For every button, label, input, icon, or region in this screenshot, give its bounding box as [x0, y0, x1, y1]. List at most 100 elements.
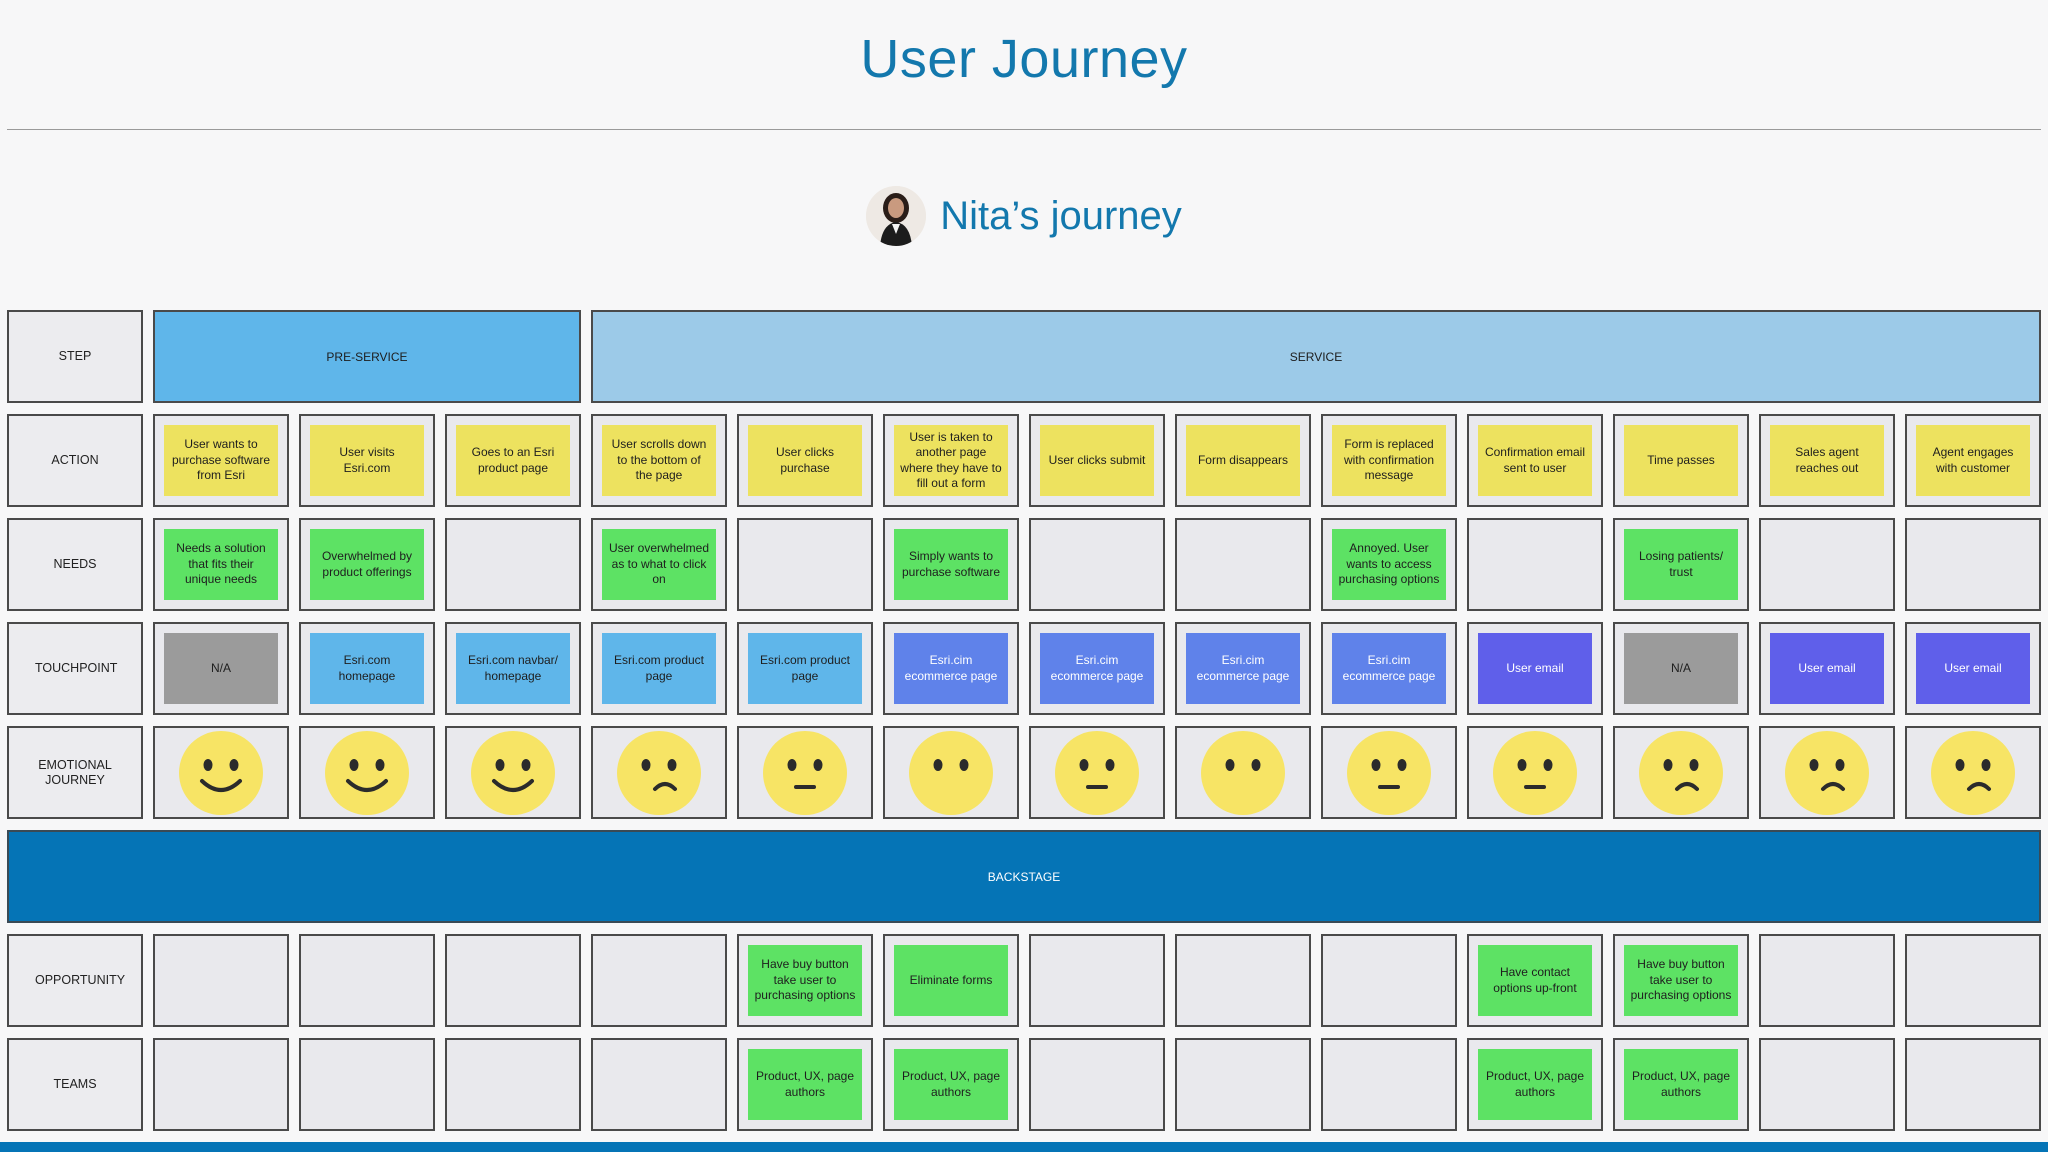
touchpoint-cell: Esri.cim ecommerce page — [883, 622, 1019, 715]
action-sticky: Goes to an Esri product page — [456, 425, 570, 496]
action-sticky: Agent engages with customer — [1916, 425, 2030, 496]
emotion-cell — [299, 726, 435, 819]
action-cell: Form disappears — [1175, 414, 1311, 507]
touchpoint-cell: Esri.com product page — [591, 622, 727, 715]
teams-sticky-text: Product, UX, page authors — [755, 1069, 855, 1099]
row-label-text: ACTION — [51, 453, 99, 467]
blank-face-icon — [1177, 728, 1309, 817]
phase-pre-service: PRE-SERVICE — [153, 310, 581, 403]
emotion-cell — [591, 726, 727, 819]
emotion-cell — [445, 726, 581, 819]
needs-cell — [737, 518, 873, 611]
teams-sticky: Product, UX, page authors — [1478, 1049, 1592, 1120]
opportunity-cell — [153, 934, 289, 1027]
phase-label: SERVICE — [1289, 349, 1343, 364]
action-sticky: User is taken to another page where they… — [894, 425, 1008, 496]
action-sticky: User visits Esri.com — [310, 425, 424, 496]
action-sticky: Sales agent reaches out — [1770, 425, 1884, 496]
needs-sticky: Overwhelmed by product offerings — [310, 529, 424, 600]
neutral-face-icon — [1323, 728, 1455, 817]
needs-cell: Simply wants to purchase software — [883, 518, 1019, 611]
teams-cell — [1175, 1038, 1311, 1131]
touchpoint-cell: User email — [1759, 622, 1895, 715]
opportunity-cell — [591, 934, 727, 1027]
teams-cell — [299, 1038, 435, 1131]
action-sticky: Time passes — [1624, 425, 1738, 496]
row-label-needs: NEEDS — [7, 518, 143, 611]
teams-cell — [1759, 1038, 1895, 1131]
emotion-cell — [1175, 726, 1311, 819]
action-sticky: User scrolls down to the bottom of the p… — [602, 425, 716, 496]
row-label-teams: TEAMS — [7, 1038, 143, 1131]
avatar — [866, 186, 927, 246]
persona-name: Nita’s journey — [940, 193, 1182, 238]
action-cell: Agent engages with customer — [1905, 414, 2041, 507]
row-label-action: ACTION — [7, 414, 143, 507]
action-cell: User clicks submit — [1029, 414, 1165, 507]
touchpoint-cell: Esri.com navbar/ homepage — [445, 622, 581, 715]
row-label-text: OPPORTUNITY — [35, 973, 126, 987]
needs-sticky-text: Annoyed. User wants to access purchasing… — [1338, 541, 1440, 587]
opportunity-cell: Eliminate forms — [883, 934, 1019, 1027]
row-label-touchpoint: TOUCHPOINT — [7, 622, 143, 715]
opportunity-sticky: Eliminate forms — [894, 945, 1008, 1016]
touchpoint-sticky: Esri.com navbar/ homepage — [456, 633, 570, 704]
touchpoint-cell: N/A — [153, 622, 289, 715]
touchpoint-sticky-text: User email — [1798, 660, 1856, 675]
row-label-text: EMOTIONAL JOURNEY — [38, 757, 112, 787]
action-cell: User wants to purchase software from Esr… — [153, 414, 289, 507]
touchpoint-sticky-text: User email — [1944, 660, 2002, 675]
touchpoint-cell: Esri.cim ecommerce page — [1175, 622, 1311, 715]
touchpoint-sticky-text: Esri.com navbar/ homepage — [467, 653, 559, 683]
touchpoint-sticky: User email — [1478, 633, 1592, 704]
neutral-face-icon — [1031, 728, 1163, 817]
backstage-label: BACKSTAGE — [987, 869, 1061, 884]
row-label-emotional: EMOTIONAL JOURNEY — [7, 726, 143, 819]
emotion-cell — [1029, 726, 1165, 819]
touchpoint-sticky-text: Esri.cim ecommerce page — [1196, 653, 1290, 683]
confused-face-icon — [1615, 728, 1747, 817]
needs-sticky: User overwhelmed as to what to click on — [602, 529, 716, 600]
confused-face-icon — [1761, 728, 1893, 817]
action-sticky-text: User scrolls down to the bottom of the p… — [611, 437, 707, 483]
action-sticky: Confirmation email sent to user — [1478, 425, 1592, 496]
needs-cell: User overwhelmed as to what to click on — [591, 518, 727, 611]
touchpoint-sticky-text: N/A — [1670, 660, 1691, 675]
needs-sticky: Simply wants to purchase software — [894, 529, 1008, 600]
touchpoint-sticky-text: N/A — [210, 660, 231, 675]
teams-sticky-text: Product, UX, page authors — [1485, 1069, 1585, 1099]
row-label-opportunity: OPPORTUNITY — [7, 934, 143, 1027]
touchpoint-sticky: Esri.cim ecommerce page — [1186, 633, 1300, 704]
happy-face-icon — [301, 728, 433, 817]
action-sticky: User clicks submit — [1040, 425, 1154, 496]
action-sticky-text: Time passes — [1647, 452, 1715, 467]
touchpoint-sticky: Esri.com homepage — [310, 633, 424, 704]
row-label-text: NEEDS — [53, 557, 97, 571]
page-title: User Journey — [860, 29, 1188, 89]
backstage-bar: BACKSTAGE — [7, 830, 2041, 923]
action-sticky-text: Goes to an Esri product page — [471, 445, 555, 475]
action-cell: User is taken to another page where they… — [883, 414, 1019, 507]
opportunity-cell: Have contact options up-front — [1467, 934, 1603, 1027]
action-sticky: Form disappears — [1186, 425, 1300, 496]
emotion-cell — [737, 726, 873, 819]
touchpoint-sticky: Esri.cim ecommerce page — [894, 633, 1008, 704]
touchpoint-sticky-text: Esri.cim ecommerce page — [1050, 653, 1144, 683]
teams-sticky: Product, UX, page authors — [748, 1049, 862, 1120]
touchpoint-cell: Esri.cim ecommerce page — [1029, 622, 1165, 715]
needs-sticky-text: Losing patients/ trust — [1638, 549, 1724, 579]
opportunity-sticky-text: Have contact options up-front — [1493, 965, 1577, 995]
teams-cell — [1905, 1038, 2041, 1131]
action-sticky-text: Form is replaced with confirmation messa… — [1343, 437, 1435, 483]
needs-sticky-text: Needs a solution that fits their unique … — [176, 541, 266, 587]
touchpoint-sticky: Esri.com product page — [602, 633, 716, 704]
action-sticky: Form is replaced with confirmation messa… — [1332, 425, 1446, 496]
teams-cell — [445, 1038, 581, 1131]
opportunity-sticky: Have contact options up-front — [1478, 945, 1592, 1016]
opportunity-cell: Have buy button take user to purchasing … — [1613, 934, 1749, 1027]
row-label-step: STEP — [7, 310, 143, 403]
opportunity-sticky: Have buy button take user to purchasing … — [748, 945, 862, 1016]
teams-cell: Product, UX, page authors — [1467, 1038, 1603, 1131]
opportunity-cell — [1905, 934, 2041, 1027]
